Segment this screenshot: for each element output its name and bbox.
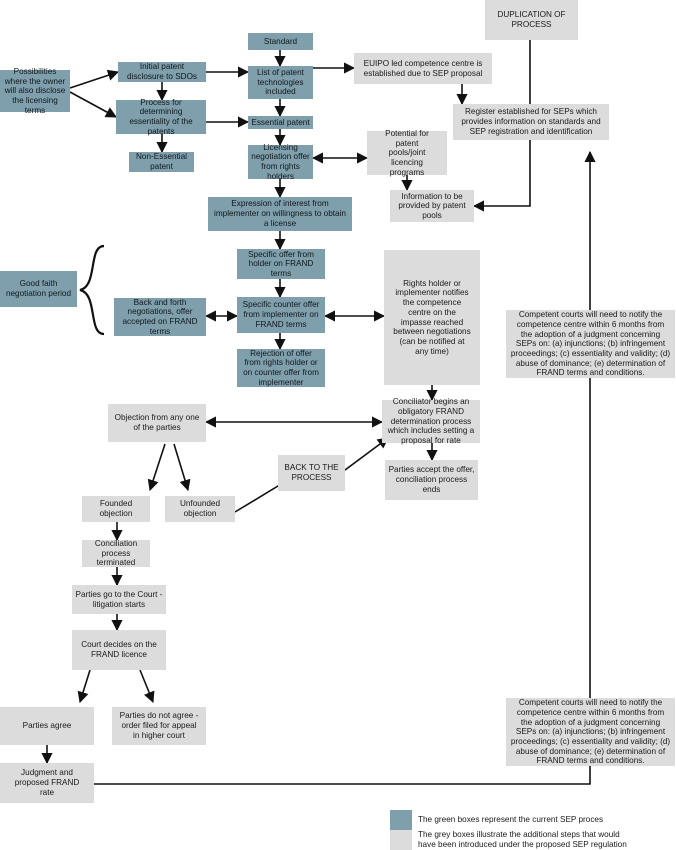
node-specific-offer: Specific offer from holder on FRAND term… xyxy=(237,249,325,279)
node-non-essential: Non-Essential patent xyxy=(129,152,194,172)
good-faith-brace xyxy=(79,244,105,336)
node-courts-notify-2: Competent courts will need to notify the… xyxy=(506,698,675,766)
node-founded: Founded objection xyxy=(82,496,150,522)
node-good-faith: Good faith negotiation period xyxy=(0,271,77,307)
node-list-patent-tech: List of patent technologies included xyxy=(248,66,313,99)
node-duplication: DUPLICATION OF PROCESS xyxy=(485,0,578,40)
legend-green-swatch xyxy=(390,810,412,830)
node-unfounded: Unfounded objection xyxy=(165,496,235,522)
edge-duplication-info xyxy=(472,40,531,212)
node-parties-accept: Parties accept the offer, conciliation p… xyxy=(385,460,478,500)
node-standard: Standard xyxy=(248,33,313,50)
node-info-pools: Information to be provided by patent poo… xyxy=(390,190,474,222)
edge-decides-notagree xyxy=(139,669,155,704)
node-possibilities: Possibilities where the owner will also … xyxy=(0,67,70,115)
node-parties-not-agree: Parties do not agree - order filed for a… xyxy=(112,707,206,745)
node-register: Register established for SEPs which prov… xyxy=(453,104,609,140)
edge-objection-founded xyxy=(147,443,166,492)
node-conciliator: Conciliator begins an obligatory FRAND d… xyxy=(382,397,480,445)
node-initial-disclosure: Initial patent disclosure to SDOs xyxy=(118,62,206,82)
node-euipo: EUIPO led competence centre is establish… xyxy=(354,53,492,84)
node-licensing-offer: Licensing negotiation offer from rights … xyxy=(248,143,313,181)
node-rejection: Rejection of offer from rights holder or… xyxy=(237,349,325,387)
node-judgment: Judgment and proposed FRAND rate xyxy=(0,763,94,803)
edge-possibilities-initial xyxy=(69,69,120,89)
node-court-litigation: Parties go to the Court - litigation sta… xyxy=(72,585,166,614)
edge-objection-unfounded xyxy=(173,443,191,492)
node-court-decides: Court decides on the FRAND licence xyxy=(72,630,166,670)
legend-grey-swatch xyxy=(390,830,412,850)
edge-decides-agree xyxy=(77,669,91,704)
node-parties-agree: Parties agree xyxy=(0,707,94,745)
node-counter-offer: Specific counter offer from implementer … xyxy=(237,297,325,333)
legend-grey-text: The grey boxes illustrate the additional… xyxy=(418,830,627,849)
node-notify-impasse: Rights holder or implementer notifies th… xyxy=(384,250,480,385)
node-courts-notify-1: Competent courts will need to notify the… xyxy=(506,310,675,378)
legend-green-text: The green boxes represent the current SE… xyxy=(418,815,604,824)
node-back-to-process: BACK TO THE PROCESS xyxy=(278,455,345,491)
node-objection: Objection from any one of the parties xyxy=(108,404,206,442)
node-essential-patent: Essential patent xyxy=(248,116,313,129)
node-patent-pools: Potential for patent pools/joint licenci… xyxy=(367,129,447,177)
edge-possibilities-essentiality xyxy=(69,91,117,118)
node-back-forth: Back and forth negotiations, offer accep… xyxy=(114,298,206,336)
node-conciliation-terminated: Conciliation process terminated xyxy=(82,539,150,567)
node-expression-interest: Expression of interest from implementer … xyxy=(208,197,352,231)
node-essentiality-process: Process for determining essentiality of … xyxy=(116,98,206,136)
